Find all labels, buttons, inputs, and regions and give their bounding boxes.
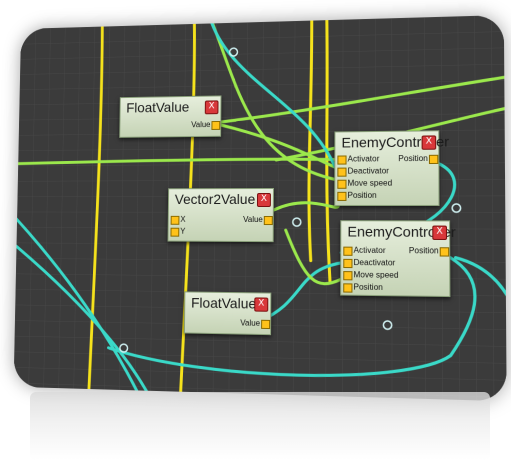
close-icon[interactable]: X [432, 226, 447, 240]
port-label: Move speed [348, 178, 393, 187]
port-connector-icon[interactable] [440, 247, 450, 256]
input-port-deactivator[interactable]: Deactivator [337, 166, 398, 176]
panel-reflection [30, 392, 490, 460]
port-label: Position [409, 246, 439, 255]
port-label: Position [353, 282, 382, 292]
port-connector-icon[interactable] [211, 121, 220, 130]
port-label: Deactivator [354, 258, 396, 268]
port-connector-icon[interactable] [337, 155, 346, 164]
port-label: Position [398, 154, 428, 163]
port-label: Y [180, 227, 185, 236]
port-connector-icon[interactable] [337, 180, 346, 189]
port-connector-icon[interactable] [337, 168, 346, 177]
output-port-position[interactable]: Position [392, 154, 439, 165]
node-title: FloatValue [126, 99, 189, 116]
input-port-move-speed[interactable]: Move speed [343, 270, 405, 281]
node-graph-canvas[interactable]: FloatValue X Value Vector2Value X X Y Va… [14, 15, 507, 401]
input-port-position[interactable]: Position [337, 191, 393, 201]
port-connector-icon[interactable] [337, 192, 346, 201]
output-port-value[interactable]: Value [162, 120, 220, 131]
close-icon[interactable]: X [257, 193, 271, 207]
input-port-deactivator[interactable]: Deactivator [343, 258, 405, 269]
port-connector-icon[interactable] [429, 155, 438, 164]
input-port-activator[interactable]: Activator [343, 246, 400, 257]
port-connector-icon[interactable] [343, 271, 352, 280]
output-port-value[interactable]: Value [213, 215, 272, 225]
port-connector-icon[interactable] [264, 216, 273, 225]
vector2-value-node[interactable]: Vector2Value X X Y Value [168, 188, 274, 242]
port-label: Value [191, 120, 210, 129]
close-icon[interactable]: X [254, 297, 268, 311]
enemy-controller-node[interactable]: EnemyController X Activator Deactivator … [334, 130, 439, 206]
input-port-move-speed[interactable]: Move speed [337, 178, 399, 188]
port-label: Value [240, 318, 260, 327]
float-value-node[interactable]: FloatValue X Value [119, 95, 221, 137]
input-port-y[interactable]: Y [170, 227, 209, 237]
port-label: Activator [354, 246, 386, 255]
port-label: Deactivator [348, 166, 389, 175]
port-label: Activator [348, 154, 380, 163]
node-title: FloatValue [191, 294, 256, 311]
port-label: Move speed [353, 270, 398, 280]
port-label: X [180, 215, 185, 224]
output-port-value[interactable]: Value [220, 318, 270, 329]
input-port-x[interactable]: X [171, 215, 210, 225]
enemy-controller-node[interactable]: EnemyController X Activator Deactivator … [340, 220, 450, 297]
port-label: Position [347, 191, 376, 200]
input-port-activator[interactable]: Activator [337, 154, 393, 165]
port-connector-icon[interactable] [170, 228, 179, 237]
input-port-position[interactable]: Position [343, 282, 400, 293]
port-connector-icon[interactable] [343, 283, 352, 292]
close-icon[interactable]: X [422, 135, 437, 149]
port-connector-icon[interactable] [343, 259, 352, 268]
output-port-position[interactable]: Position [402, 246, 449, 257]
close-icon[interactable]: X [205, 100, 219, 114]
port-label: Value [243, 215, 263, 224]
port-connector-icon[interactable] [343, 247, 352, 256]
node-title: Vector2Value [175, 191, 256, 207]
float-value-node[interactable]: FloatValue X Value [184, 291, 271, 335]
port-connector-icon[interactable] [261, 320, 270, 329]
port-connector-icon[interactable] [171, 216, 180, 225]
